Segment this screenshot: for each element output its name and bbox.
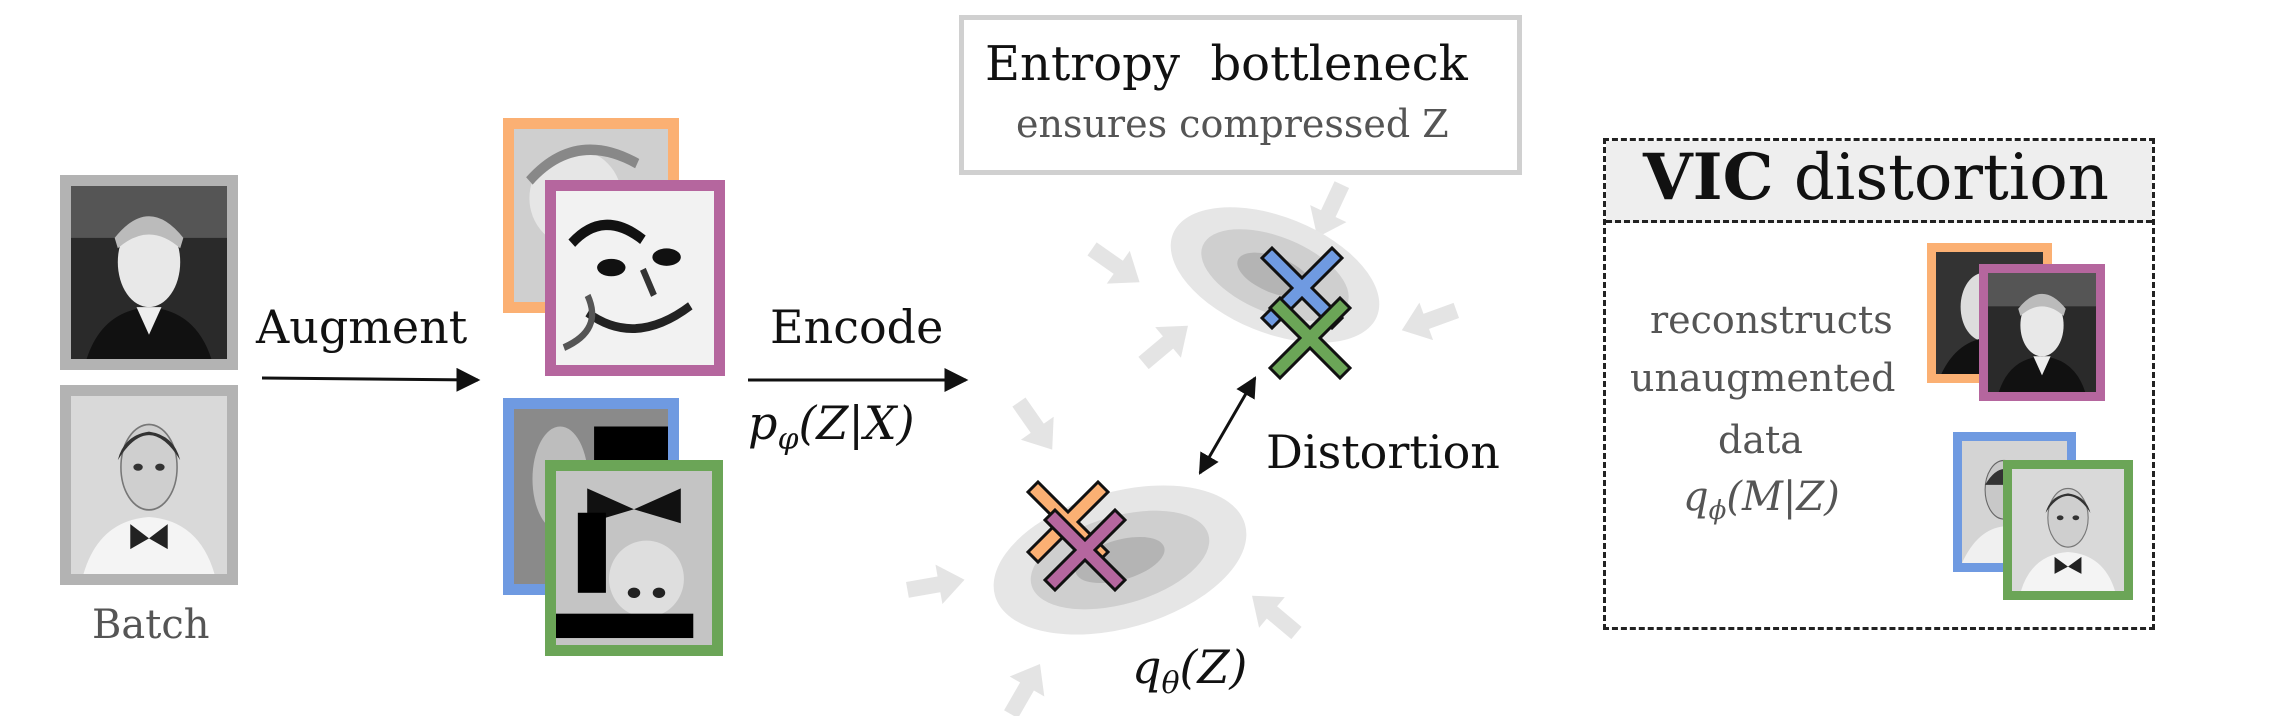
compression-arrow-icon bbox=[1087, 242, 1140, 284]
double-headed-arrow-icon bbox=[1198, 376, 1257, 475]
vic-formula: qϕ(M|Z) bbox=[1683, 474, 1840, 526]
portrait-photo-icon bbox=[71, 186, 227, 359]
compression-arrow-icon bbox=[1004, 664, 1045, 716]
batch-photo-woman bbox=[60, 385, 238, 585]
vic-photo-purple bbox=[1979, 264, 2105, 401]
vic-box bbox=[1603, 138, 2155, 630]
compression-arrow-icon bbox=[1401, 302, 1460, 341]
prior-args: (Z) bbox=[1179, 640, 1248, 694]
vic-line-2: unaugmented bbox=[1630, 356, 1896, 400]
cross-marker-icon bbox=[1042, 507, 1128, 593]
prior-formula: qθ(Z) bbox=[1132, 640, 1247, 701]
vic-photo-green bbox=[2003, 460, 2133, 600]
encoder-args: (Z|X) bbox=[798, 396, 915, 450]
encoder-p: p bbox=[748, 396, 778, 450]
vic-line-1: reconstructs bbox=[1650, 298, 1893, 342]
cross-marker-icon bbox=[1267, 295, 1353, 381]
entropy-bottleneck-box bbox=[959, 15, 1522, 175]
compression-arrow-icon bbox=[1012, 397, 1054, 450]
portrait-photo-icon bbox=[556, 191, 714, 365]
lower-distribution bbox=[993, 485, 1247, 635]
vic-sub: ϕ bbox=[1708, 496, 1727, 526]
encoder-sub: φ bbox=[777, 422, 799, 458]
upper-distribution bbox=[1170, 207, 1380, 343]
compression-arrows bbox=[906, 181, 1460, 716]
portrait-photo-icon bbox=[556, 471, 712, 645]
compression-arrow-icon bbox=[906, 564, 965, 605]
portrait-photo-icon bbox=[2012, 469, 2124, 591]
vic-title-rest: distortion bbox=[1773, 141, 2109, 215]
aug-photo-purple bbox=[545, 180, 725, 376]
vic-line-3: data bbox=[1718, 418, 1803, 462]
portrait-photo-icon bbox=[1988, 273, 2096, 392]
compression-arrow-icon bbox=[1310, 181, 1350, 238]
entropy-title: Entropy bottleneck bbox=[985, 36, 1468, 92]
augment-label: Augment bbox=[256, 300, 468, 354]
distortion-label: Distortion bbox=[1266, 425, 1500, 479]
entropy-subtitle: ensures compressed Z bbox=[1016, 102, 1449, 146]
encode-label: Encode bbox=[770, 300, 944, 354]
aug-photo-green bbox=[545, 460, 723, 656]
prior-q: q bbox=[1132, 640, 1162, 694]
augment-arrow bbox=[261, 367, 481, 392]
compression-arrow-icon bbox=[1252, 595, 1302, 640]
batch-photo-man bbox=[60, 175, 238, 370]
encoder-formula: pφ(Z|X) bbox=[748, 396, 915, 457]
compression-arrow-icon bbox=[1138, 325, 1188, 370]
vic-title-bold: VIC bbox=[1643, 140, 1774, 215]
vic-title: VIC distortion bbox=[1643, 140, 2109, 215]
portrait-photo-icon bbox=[71, 396, 227, 574]
latent-space bbox=[906, 181, 1460, 716]
batch-label: Batch bbox=[92, 602, 210, 648]
vic-header bbox=[1606, 141, 2152, 223]
vic-args: (M|Z) bbox=[1726, 474, 1840, 520]
prior-sub: θ bbox=[1161, 666, 1180, 702]
vic-q: q bbox=[1683, 474, 1709, 520]
